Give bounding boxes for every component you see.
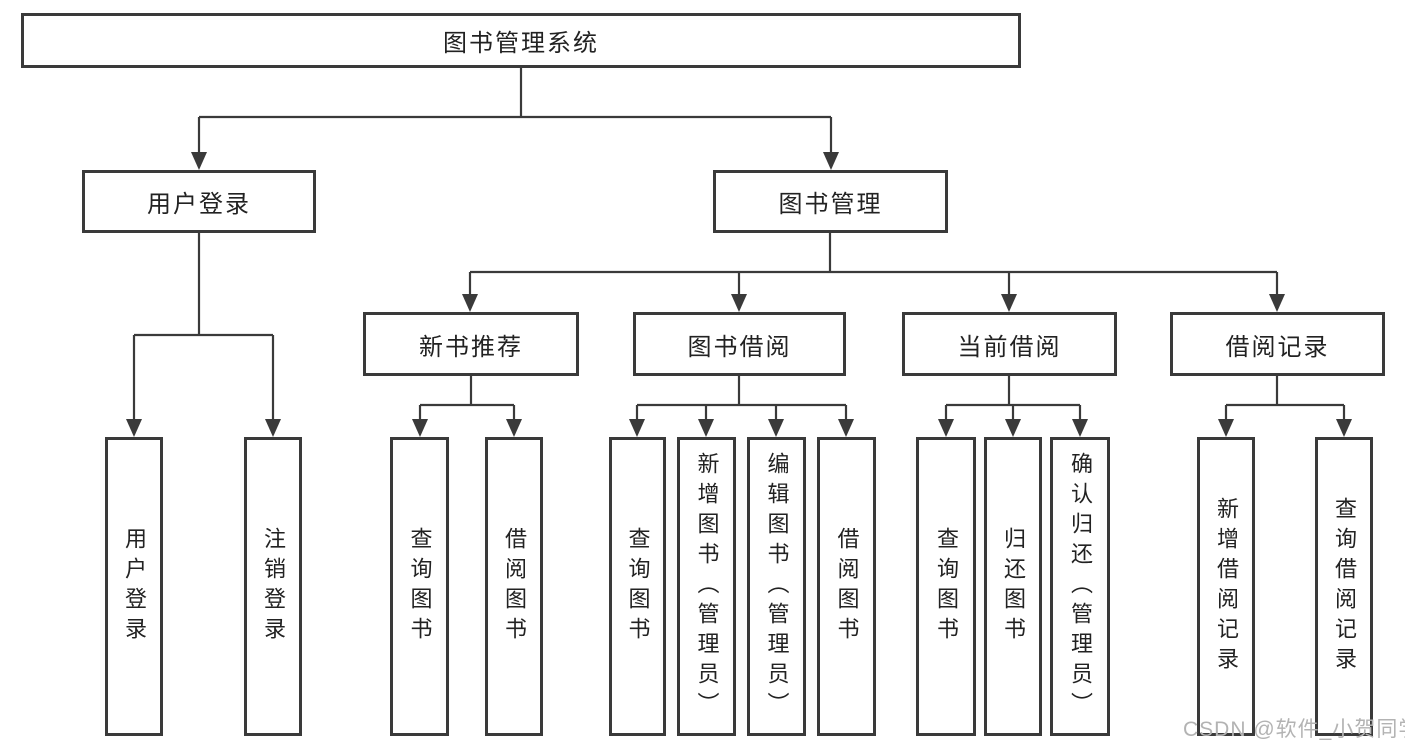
node-bb-edit-books-admin: 编辑图书（管理员） xyxy=(747,437,806,736)
node-bb-borrow-books: 借阅图书 xyxy=(817,437,876,736)
node-borrow-records: 借阅记录 xyxy=(1170,312,1385,376)
connector-user-login xyxy=(132,233,275,420)
node-label: 新增图书（管理员） xyxy=(694,451,720,722)
node-label: 当前借阅 xyxy=(957,333,1062,361)
node-logout-action: 注销登录 xyxy=(244,437,302,736)
node-cb-query-books: 查询图书 xyxy=(916,437,976,736)
node-user-login-action: 用户登录 xyxy=(105,437,163,736)
node-user-login: 用户登录 xyxy=(82,170,316,233)
node-label: 借阅记录 xyxy=(1225,333,1330,361)
node-label: 查询图书 xyxy=(407,526,433,647)
connector-book-borrow xyxy=(635,376,848,420)
node-label: 图书管理系统 xyxy=(443,30,599,57)
node-book-borrow: 图书借阅 xyxy=(633,312,846,376)
node-cb-confirm-return-admin: 确认归还（管理员） xyxy=(1050,437,1110,736)
node-label: 查询图书 xyxy=(934,526,959,647)
node-label: 注销登录 xyxy=(261,526,286,647)
node-label: 确认归还（管理员） xyxy=(1068,451,1093,722)
connector-root xyxy=(197,68,833,152)
node-bb-query-books: 查询图书 xyxy=(609,437,666,736)
node-label: 查询借阅记录 xyxy=(1332,496,1357,677)
connector-book-management xyxy=(468,233,1279,295)
node-nbr-borrow-books: 借阅图书 xyxy=(485,437,543,736)
connector-new-book-recommend xyxy=(418,376,516,420)
node-br-add-record: 新增借阅记录 xyxy=(1197,437,1255,736)
node-label: 用户登录 xyxy=(122,526,147,647)
node-label: 图书借阅 xyxy=(687,333,792,361)
node-br-query-record: 查询借阅记录 xyxy=(1315,437,1373,736)
node-cb-return-books: 归还图书 xyxy=(984,437,1042,736)
node-label: 新增借阅记录 xyxy=(1214,496,1239,677)
connector-current-borrow xyxy=(944,376,1082,420)
node-nbr-query-books: 查询图书 xyxy=(390,437,449,736)
node-new-book-recommend: 新书推荐 xyxy=(363,312,579,376)
watermark: CSDN @软件_小贺同学 xyxy=(1183,718,1405,741)
node-book-management: 图书管理 xyxy=(713,170,948,233)
node-label: 查询图书 xyxy=(625,526,651,647)
node-library-management-system: 图书管理系统 xyxy=(21,13,1021,68)
node-label: 归还图书 xyxy=(1001,526,1026,647)
node-label: 编辑图书（管理员） xyxy=(764,451,790,722)
node-label: 用户登录 xyxy=(147,191,251,218)
node-label: 借阅图书 xyxy=(502,526,527,647)
node-bb-add-books-admin: 新增图书（管理员） xyxy=(677,437,736,736)
node-current-borrow: 当前借阅 xyxy=(902,312,1117,376)
connector-borrow-records xyxy=(1224,376,1346,420)
node-label: 借阅图书 xyxy=(834,526,860,647)
node-label: 图书管理 xyxy=(778,191,883,218)
node-label: 新书推荐 xyxy=(419,333,523,361)
